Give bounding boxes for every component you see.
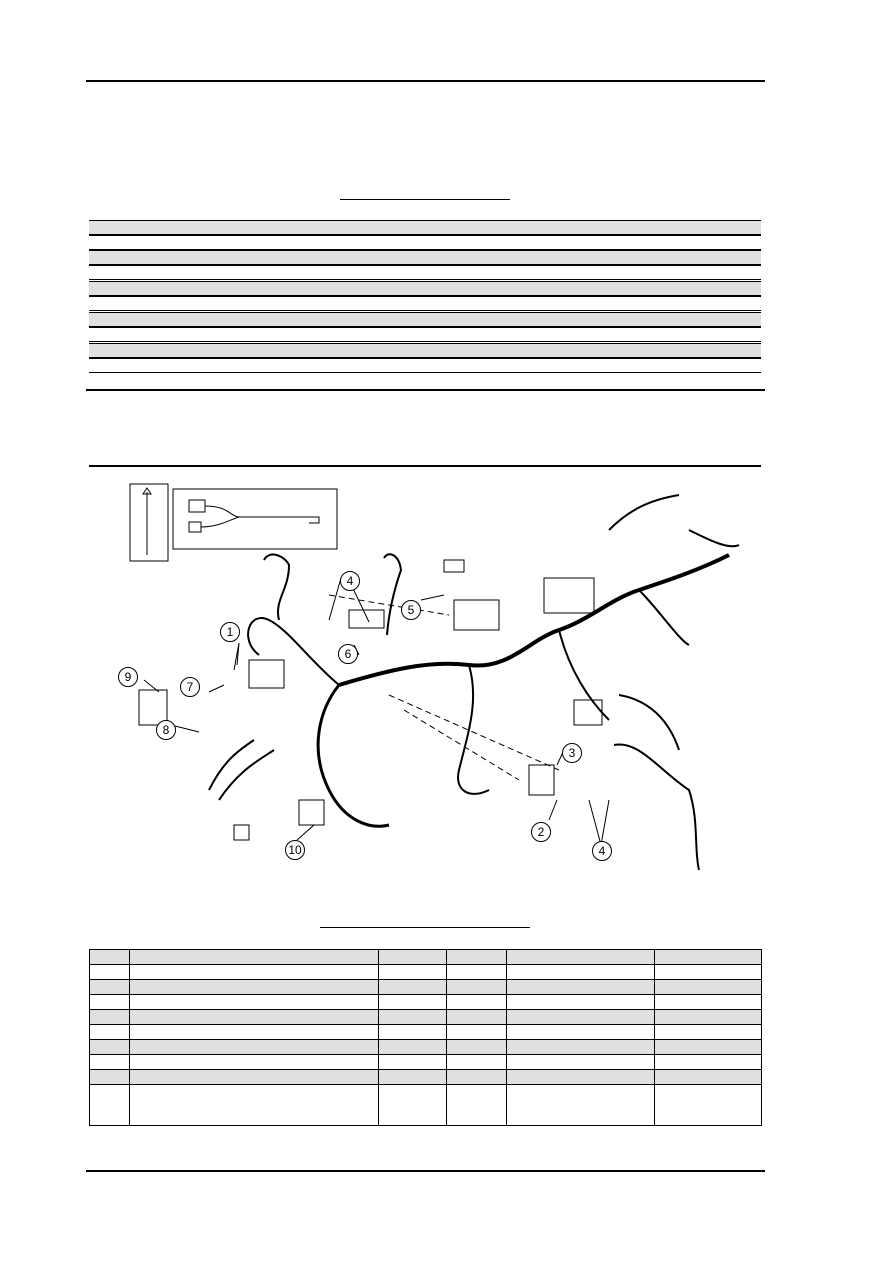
table-row xyxy=(89,1039,762,1055)
table-row xyxy=(89,1069,762,1085)
callout-8: 8 xyxy=(156,720,176,740)
header-rule xyxy=(86,80,765,82)
spec-table-1 xyxy=(89,220,761,373)
table-row xyxy=(89,220,761,235)
table-row xyxy=(89,1024,762,1040)
section-rule xyxy=(86,389,765,391)
table-row xyxy=(89,994,762,1010)
table-row xyxy=(89,1009,762,1025)
table-row xyxy=(89,327,761,342)
table-header-row xyxy=(89,949,762,965)
cable-tie-inset xyxy=(129,483,169,562)
table-row xyxy=(89,312,761,327)
callout-9: 9 xyxy=(118,667,138,687)
callout-7: 7 xyxy=(180,677,200,697)
callout-3: 3 xyxy=(562,743,582,763)
table-row xyxy=(89,964,762,980)
table-row xyxy=(89,250,761,265)
table-row xyxy=(89,1084,762,1126)
callout-10: 10 xyxy=(285,840,305,860)
table-row xyxy=(89,343,761,358)
callout-4a: 4 xyxy=(340,571,360,591)
footer-rule xyxy=(86,1170,765,1172)
parts-table xyxy=(89,949,762,1126)
table-row xyxy=(89,358,761,373)
section-title-underline xyxy=(340,199,510,200)
callout-1: 1 xyxy=(220,622,240,642)
callout-5: 5 xyxy=(401,600,421,620)
table-row xyxy=(89,281,761,296)
table-row xyxy=(89,296,761,311)
diagram-top-rule xyxy=(89,465,761,467)
callout-2: 2 xyxy=(531,822,551,842)
table-row xyxy=(89,979,762,995)
table-row xyxy=(89,265,761,280)
connector-inset xyxy=(172,488,338,550)
table-row xyxy=(89,1054,762,1070)
wiring-harness-diagram xyxy=(129,483,740,871)
table-row xyxy=(89,235,761,250)
figure-caption-underline xyxy=(320,927,530,928)
callout-4b: 4 xyxy=(592,841,612,861)
callout-6: 6 xyxy=(338,644,358,664)
